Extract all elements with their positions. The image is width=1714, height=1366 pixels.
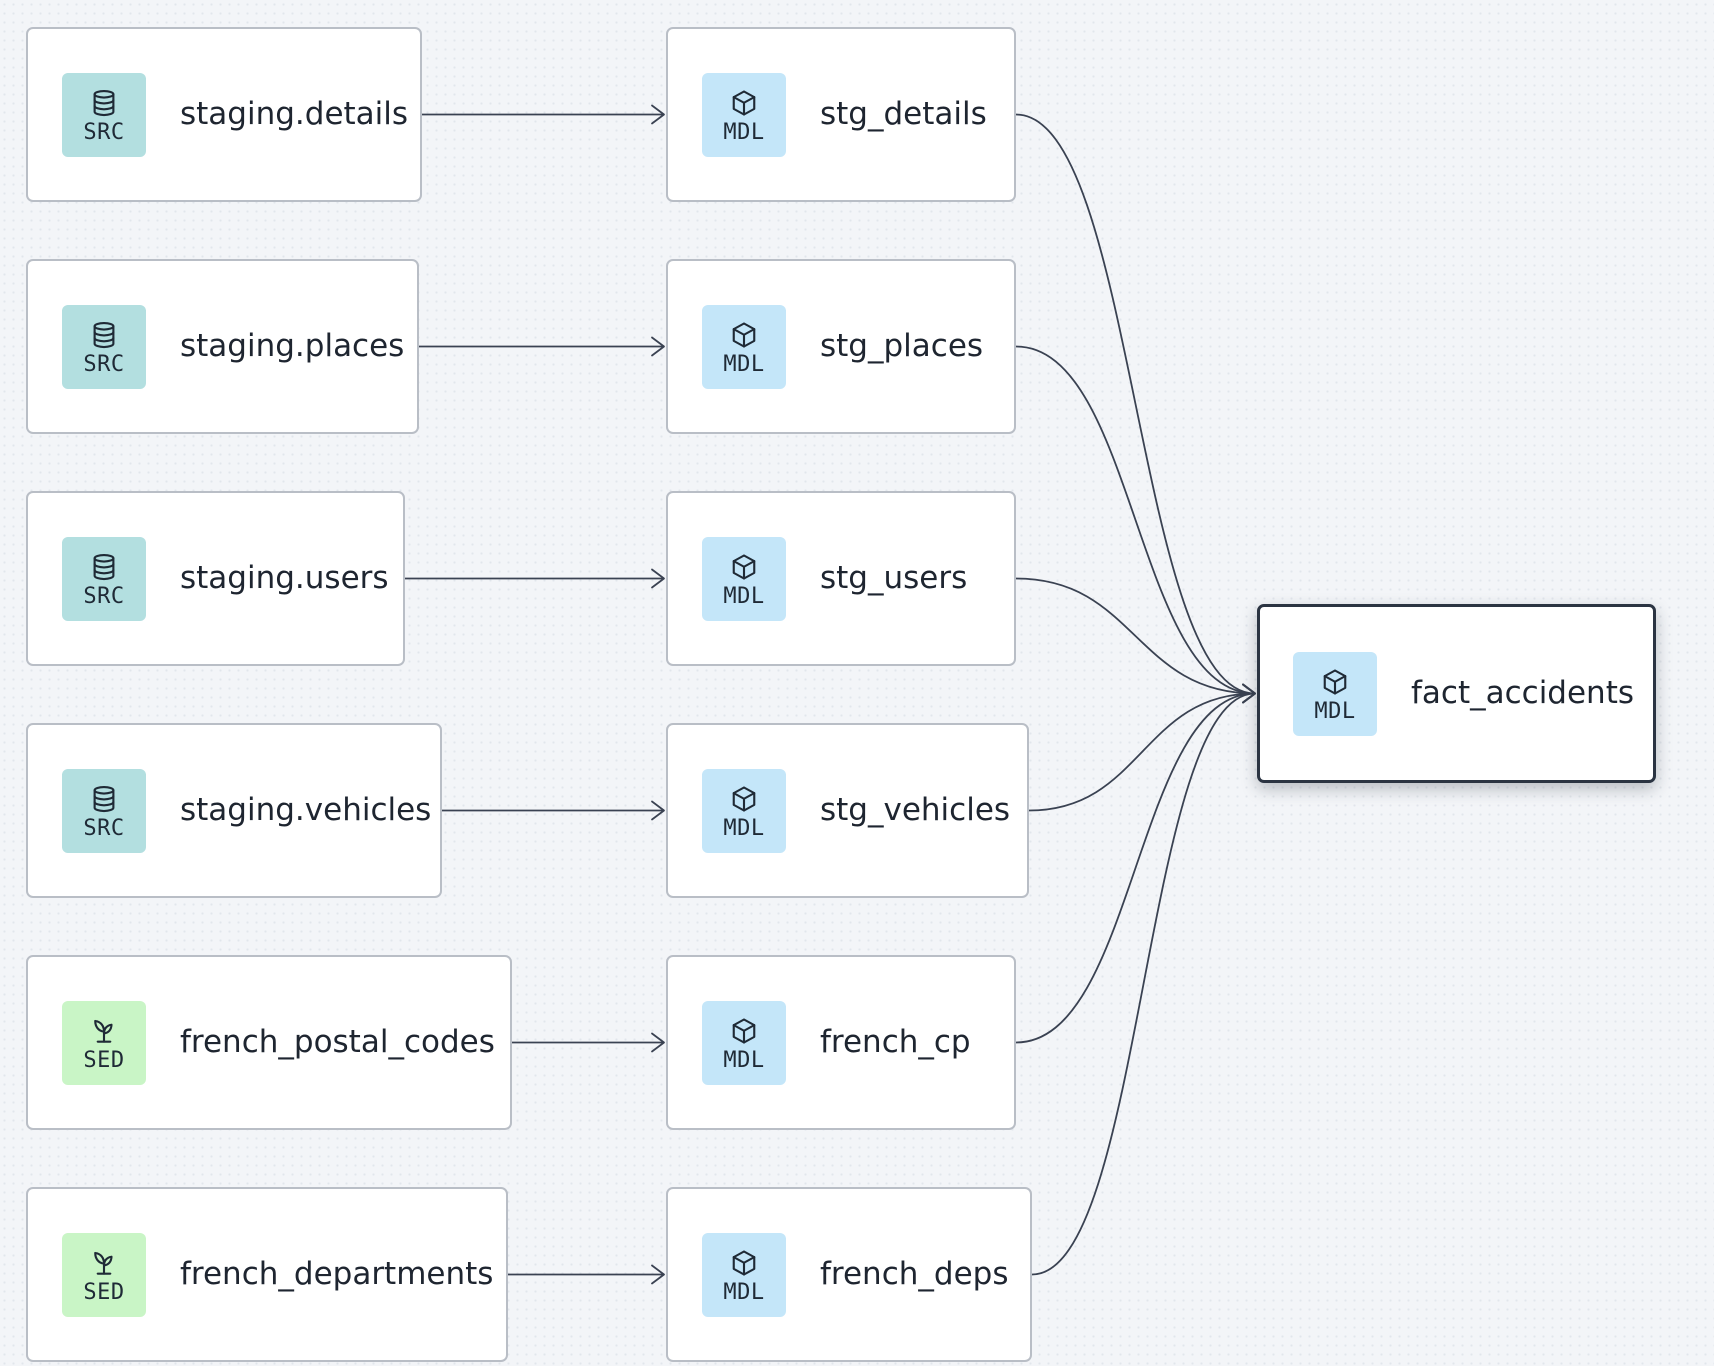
edge-french-deps-to-fact-accidents[interactable] [1031, 683, 1256, 1276]
node-label: french_cp [820, 1024, 971, 1060]
cube-icon [729, 86, 759, 118]
node-label: french_departments [180, 1256, 494, 1292]
node-french-departments[interactable]: SED french_departments [26, 1187, 508, 1362]
cube-icon [729, 1246, 759, 1278]
edge-staging-vehicles-to-stg-vehicles[interactable] [442, 800, 665, 821]
arrowhead [651, 800, 665, 821]
arrowhead [1242, 683, 1256, 704]
edge-french-cp-to-fact-accidents[interactable] [1015, 683, 1256, 1044]
node-type-badge: MDL [702, 768, 786, 853]
node-type-badge: MDL [702, 72, 786, 157]
cube-icon [729, 782, 759, 814]
cube-icon [1320, 665, 1350, 697]
node-label: stg_users [820, 560, 968, 596]
node-type-badge: MDL [702, 304, 786, 389]
node-label: french_deps [820, 1256, 1009, 1292]
edge-stg-vehicles-to-fact-accidents[interactable] [1028, 683, 1256, 812]
node-label: staging.details [180, 96, 409, 132]
node-type-badge: SRC [62, 304, 146, 389]
node-label: stg_places [820, 328, 984, 364]
node-stg-details[interactable]: MDL stg_details [666, 27, 1016, 202]
cube-icon [729, 1014, 759, 1046]
node-type-badge: MDL [1293, 651, 1377, 736]
database-icon [89, 550, 119, 582]
arrowhead [1242, 683, 1256, 704]
node-label: stg_vehicles [820, 792, 1011, 828]
node-stg-places[interactable]: MDL stg_places [666, 259, 1016, 434]
node-label: staging.users [180, 560, 389, 596]
arrowhead [1242, 683, 1256, 704]
edge-stg-users-to-fact-accidents[interactable] [1015, 577, 1256, 704]
node-type-label: MDL [723, 1279, 765, 1305]
node-staging-users[interactable]: SRC staging.users [26, 491, 405, 666]
node-type-badge: SED [62, 1232, 146, 1317]
node-type-label: SED [83, 1047, 125, 1073]
sprout-icon [89, 1014, 119, 1046]
arrowhead [1242, 683, 1256, 704]
arrowhead [651, 104, 665, 125]
node-type-label: MDL [1314, 698, 1356, 724]
arrowhead [651, 1032, 665, 1053]
edge-french-postal-codes-to-french-cp[interactable] [512, 1032, 665, 1053]
node-label: fact_accidents [1411, 675, 1635, 711]
node-stg-vehicles[interactable]: MDL stg_vehicles [666, 723, 1029, 898]
node-type-badge: SRC [62, 536, 146, 621]
arrowhead [1242, 683, 1256, 704]
node-french-postal-codes[interactable]: SED french_postal_codes [26, 955, 512, 1130]
node-label: staging.vehicles [180, 792, 432, 828]
sprout-icon [89, 1246, 119, 1278]
node-french-deps[interactable]: MDL french_deps [666, 1187, 1032, 1362]
cube-icon [729, 318, 759, 350]
node-type-badge: SRC [62, 72, 146, 157]
node-type-badge: MDL [702, 1232, 786, 1317]
node-stg-users[interactable]: MDL stg_users [666, 491, 1016, 666]
database-icon [89, 86, 119, 118]
database-icon [89, 782, 119, 814]
arrowhead [651, 568, 665, 589]
node-label: french_postal_codes [180, 1024, 495, 1060]
database-icon [89, 318, 119, 350]
node-type-badge: SED [62, 1000, 146, 1085]
node-label: staging.places [180, 328, 405, 364]
node-type-label: SRC [83, 583, 125, 609]
node-type-label: MDL [723, 583, 765, 609]
node-type-badge: MDL [702, 536, 786, 621]
node-staging-places[interactable]: SRC staging.places [26, 259, 419, 434]
node-type-badge: MDL [702, 1000, 786, 1085]
node-type-label: SRC [83, 119, 125, 145]
edge-staging-details-to-stg-details[interactable] [422, 104, 665, 125]
node-type-label: SED [83, 1279, 125, 1305]
node-fact-accidents[interactable]: MDL fact_accidents [1257, 604, 1656, 783]
arrowhead [651, 1264, 665, 1285]
node-type-label: MDL [723, 351, 765, 377]
node-type-label: MDL [723, 119, 765, 145]
node-type-badge: SRC [62, 768, 146, 853]
edge-staging-users-to-stg-users[interactable] [405, 568, 665, 589]
node-type-label: MDL [723, 815, 765, 841]
node-staging-details[interactable]: SRC staging.details [26, 27, 422, 202]
edge-stg-details-to-fact-accidents[interactable] [1015, 113, 1256, 704]
node-french-cp[interactable]: MDL french_cp [666, 955, 1016, 1130]
edge-staging-places-to-stg-places[interactable] [419, 336, 665, 357]
node-type-label: MDL [723, 1047, 765, 1073]
edge-french-departments-to-french-deps[interactable] [508, 1264, 665, 1285]
cube-icon [729, 550, 759, 582]
node-type-label: SRC [83, 351, 125, 377]
node-label: stg_details [820, 96, 987, 132]
arrowhead [651, 336, 665, 357]
arrowhead [1242, 683, 1256, 704]
node-type-label: SRC [83, 815, 125, 841]
edge-stg-places-to-fact-accidents[interactable] [1015, 345, 1256, 704]
node-staging-vehicles[interactable]: SRC staging.vehicles [26, 723, 442, 898]
